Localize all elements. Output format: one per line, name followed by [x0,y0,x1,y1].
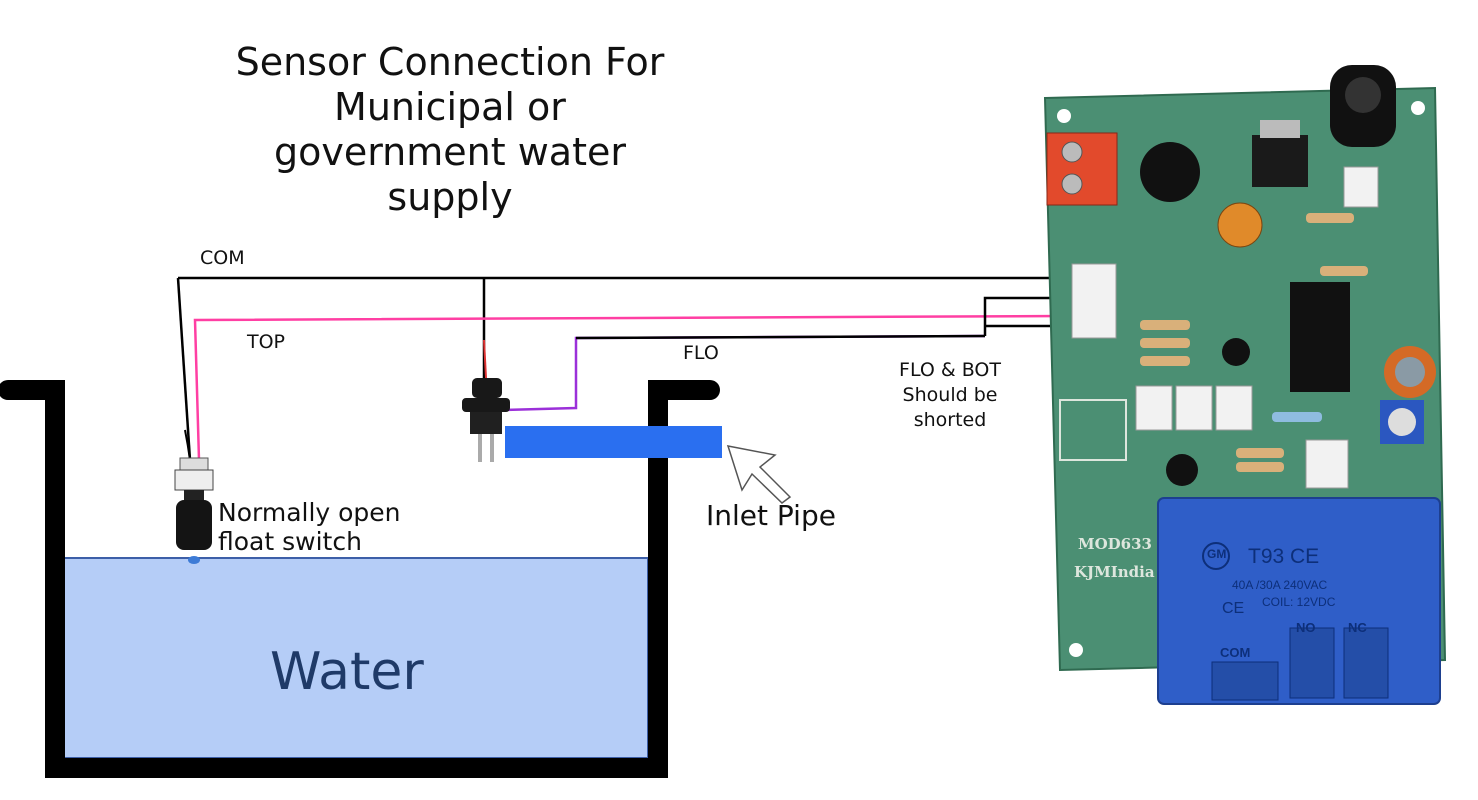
title-line: supply [387,175,513,219]
water-label: Water [270,642,424,702]
title-line: Sensor Connection For [235,40,665,84]
board-model: MOD633 [1078,535,1152,553]
relay-coil: COIL: 12VDC [1262,595,1336,609]
relay-ce: CE [1222,600,1245,617]
com-label: COM [200,247,245,269]
float-switch-label: Normally open float switch [218,498,401,556]
short-note: FLO & BOT Should be shorted [880,358,1020,433]
com-wire-drop [176,277,192,461]
inlet-pipe-label: Inlet Pipe [706,499,836,532]
diagram-title: Sensor Connection For Municipal or gover… [200,40,700,220]
float-label-line: float switch [218,527,362,556]
note-line: FLO & BOT [899,359,1001,381]
board-maker: KJMIndia [1074,563,1155,581]
relay-pin-nc: NC [1348,620,1367,635]
relay-pin-no: NO [1296,620,1316,635]
pointer-arrow-icon [726,445,792,504]
title-line: Municipal or [334,85,566,129]
water-body [63,557,649,759]
relay-pin-com: COM [1220,645,1251,660]
title-line: government water [273,130,626,174]
float-label-line: Normally open [218,498,401,527]
top-wire [193,314,1066,461]
tank-wall [0,380,720,778]
note-line: shorted [913,409,987,431]
flo-wire [575,334,986,340]
flo-label: FLO [683,342,719,364]
bot-short-wire [983,296,1065,336]
relay-rating: 40A /30A 240VAC [1232,578,1328,592]
relay-brand: GM [1207,547,1227,561]
relay-model: T93 CE [1248,545,1320,568]
flo-sensor [462,339,510,462]
float-switch [174,429,214,564]
controller-board [1043,65,1447,705]
note-line: Should be [902,384,998,406]
top-label: TOP [247,331,286,353]
inlet-pipe [505,426,722,458]
